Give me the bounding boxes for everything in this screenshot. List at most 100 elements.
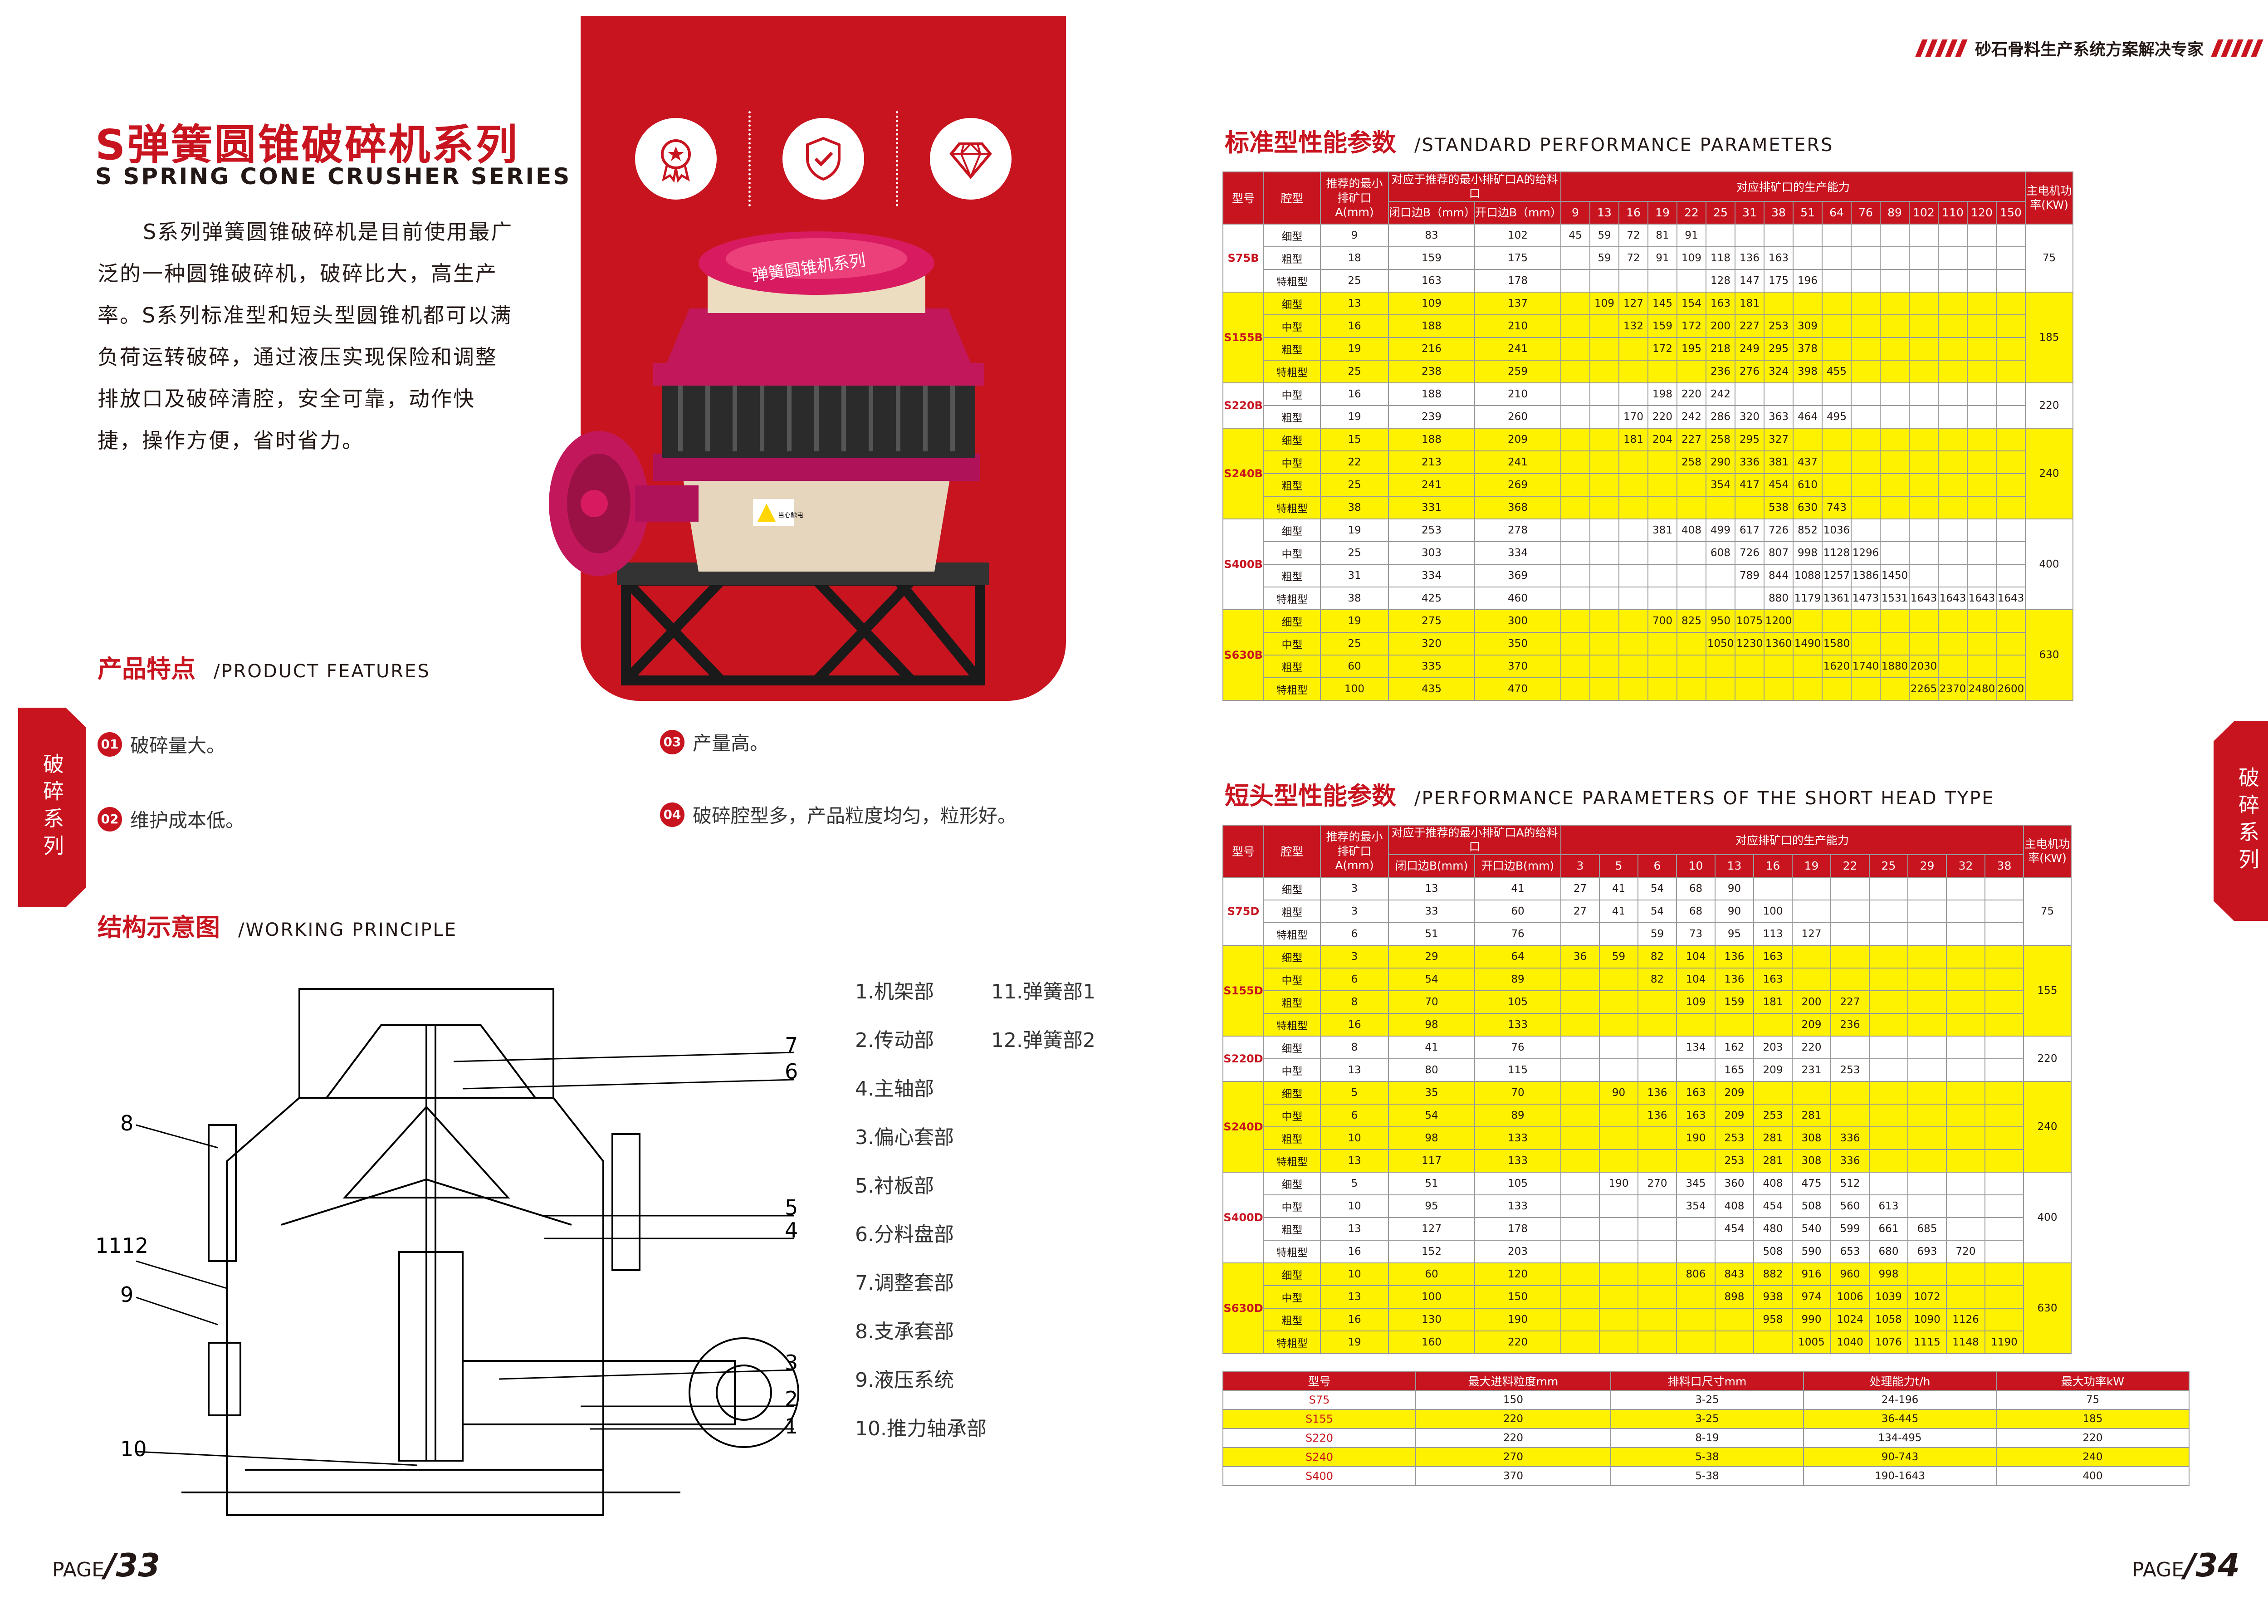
capacity-cell bbox=[1793, 223, 1823, 247]
capacity-cell bbox=[1869, 876, 1908, 900]
callout-label: 8 bbox=[120, 1111, 133, 1135]
capacity-cell bbox=[1851, 359, 1881, 383]
capacity-cell bbox=[1851, 269, 1881, 293]
summary-cell: 8-19 bbox=[1610, 1428, 1804, 1448]
callout-label: 7 bbox=[785, 1033, 798, 1057]
capacity-cell: 743 bbox=[1822, 495, 1852, 519]
power-cell: 75 bbox=[2025, 223, 2073, 293]
cavity-cell: 细型 bbox=[1263, 427, 1321, 451]
cavity-cell: 中型 bbox=[1263, 382, 1321, 406]
capacity-cell: 454 bbox=[1753, 1194, 1793, 1218]
capacity-cell: 617 bbox=[1735, 518, 1765, 542]
divider bbox=[748, 111, 751, 206]
cavity-cell: 特粗型 bbox=[1263, 677, 1321, 701]
capacity-cell: 1115 bbox=[1907, 1330, 1947, 1354]
capacity-cell bbox=[1880, 337, 1910, 361]
min-discharge-cell: 25 bbox=[1320, 359, 1389, 383]
capacity-cell bbox=[1967, 518, 1997, 542]
model-cell: S240D bbox=[1222, 1081, 1264, 1173]
capacity-cell: 726 bbox=[1764, 518, 1794, 542]
closed-side-cell: 334 bbox=[1388, 563, 1475, 587]
summary-cell: 220 bbox=[1415, 1409, 1611, 1429]
column-header: 闭口边B（mm） bbox=[1388, 201, 1475, 225]
capacity-cell: 560 bbox=[1830, 1194, 1870, 1218]
capacity-cell: 1072 bbox=[1907, 1285, 1947, 1309]
closed-side-cell: 13 bbox=[1388, 876, 1475, 900]
capacity-cell bbox=[1851, 473, 1881, 497]
closed-side-cell: 253 bbox=[1388, 518, 1475, 542]
capacity-cell bbox=[1909, 518, 1939, 542]
capacity-cell bbox=[1647, 495, 1677, 519]
column-header: 开口边B(mm) bbox=[1474, 854, 1561, 878]
capacity-cell bbox=[1869, 990, 1908, 1014]
capacity-cell bbox=[1560, 1171, 1600, 1195]
capacity-cell bbox=[1560, 473, 1590, 497]
capacity-cell bbox=[1967, 337, 1997, 361]
capacity-cell: 253 bbox=[1764, 314, 1794, 338]
callout-label: 5 bbox=[785, 1195, 798, 1220]
model-cell: S75B bbox=[1222, 223, 1264, 293]
capacity-cell: 258 bbox=[1677, 450, 1706, 474]
min-discharge-cell: 3 bbox=[1320, 876, 1389, 900]
capacity-cell bbox=[1938, 427, 1968, 451]
capacity-cell bbox=[1676, 1149, 1716, 1173]
discharge-size-header: 38 bbox=[1764, 201, 1794, 225]
capacity-cell: 608 bbox=[1706, 541, 1735, 565]
capacity-cell bbox=[1560, 382, 1590, 406]
open-side-cell: 350 bbox=[1474, 631, 1561, 655]
capacity-cell bbox=[1967, 609, 1997, 633]
capacity-cell bbox=[1822, 450, 1852, 474]
cavity-cell: 细型 bbox=[1263, 518, 1321, 542]
model-cell: S630B bbox=[1222, 609, 1264, 701]
capacity-cell: 59 bbox=[1599, 944, 1638, 969]
part-item: 10.推力轴承部 bbox=[855, 1417, 987, 1440]
closed-side-cell: 320 bbox=[1388, 631, 1475, 655]
feature-number: 02 bbox=[98, 807, 122, 832]
closed-side-cell: 216 bbox=[1388, 337, 1475, 361]
closed-side-cell: 160 bbox=[1388, 1330, 1475, 1354]
open-side-cell: 133 bbox=[1474, 1126, 1561, 1150]
model-cell: S155B bbox=[1222, 291, 1264, 383]
capacity-cell: 27 bbox=[1560, 899, 1600, 923]
capacity-cell: 231 bbox=[1792, 1058, 1831, 1082]
power-cell: 185 bbox=[2025, 291, 2073, 383]
capacity-cell: 90 bbox=[1715, 876, 1754, 900]
capacity-cell bbox=[1938, 473, 1968, 497]
capacity-cell bbox=[1869, 1013, 1908, 1037]
closed-side-cell: 41 bbox=[1388, 1035, 1475, 1059]
capacity-cell: 806 bbox=[1676, 1262, 1716, 1286]
capacity-cell bbox=[1589, 473, 1619, 497]
capacity-cell bbox=[1880, 382, 1910, 406]
capacity-cell: 700 bbox=[1647, 609, 1677, 633]
cavity-cell: 中型 bbox=[1263, 450, 1321, 474]
capacity-cell: 172 bbox=[1677, 314, 1706, 338]
open-side-cell: 260 bbox=[1474, 405, 1561, 429]
min-discharge-cell: 38 bbox=[1320, 495, 1389, 519]
capacity-cell: 181 bbox=[1735, 291, 1765, 315]
capacity-cell bbox=[1822, 291, 1852, 315]
capacity-cell bbox=[1880, 677, 1910, 701]
capacity-cell bbox=[1909, 291, 1939, 315]
capacity-cell: 960 bbox=[1830, 1262, 1870, 1286]
capacity-cell: 27 bbox=[1560, 876, 1600, 900]
capacity-cell: 437 bbox=[1793, 450, 1823, 474]
open-side-cell: 150 bbox=[1474, 1285, 1561, 1309]
capacity-cell: 190 bbox=[1599, 1171, 1638, 1195]
capacity-cell bbox=[1909, 359, 1939, 383]
capacity-cell bbox=[1647, 473, 1677, 497]
capacity-cell bbox=[1909, 382, 1939, 406]
capacity-cell: 172 bbox=[1647, 337, 1677, 361]
capacity-cell: 72 bbox=[1618, 246, 1648, 270]
closed-side-cell: 80 bbox=[1388, 1058, 1475, 1082]
capacity-cell: 104 bbox=[1676, 967, 1716, 991]
capacity-cell: 336 bbox=[1735, 450, 1765, 474]
capacity-cell bbox=[1560, 609, 1590, 633]
capacity-cell bbox=[1560, 1081, 1600, 1105]
min-discharge-cell: 3 bbox=[1320, 899, 1389, 923]
